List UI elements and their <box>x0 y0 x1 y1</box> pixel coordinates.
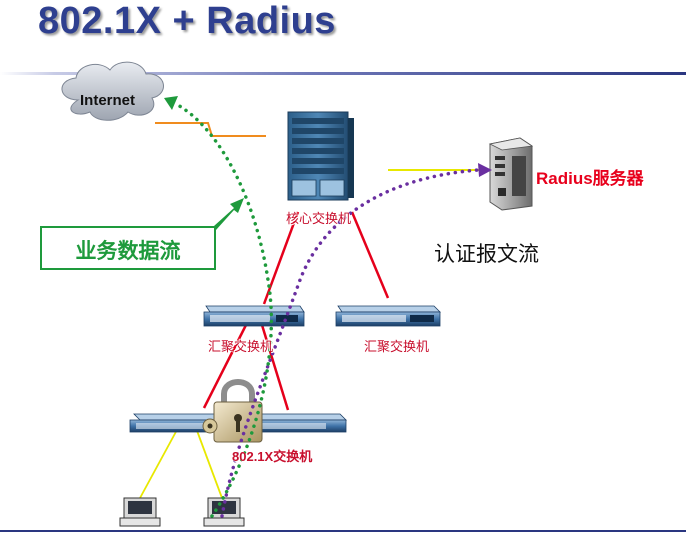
aggregation-switch-right-icon <box>335 305 441 327</box>
internet-cloud-icon <box>61 61 164 121</box>
internet-label: Internet <box>80 92 136 109</box>
aggregation-switch-left-icon <box>203 305 305 327</box>
business-flow-callout: 业务数据流 <box>40 226 216 270</box>
client-pc-left-icon <box>119 497 161 527</box>
lock-icon <box>202 379 263 443</box>
radius-server-icon <box>488 137 534 211</box>
internet-link <box>155 122 266 137</box>
core-switch-label: 核心交换机 <box>286 211 352 226</box>
auth-flow-label: 认证报文流 <box>434 242 539 266</box>
title-underline <box>0 72 686 75</box>
aggregation-switch-right-label: 汇聚交换机 <box>364 339 430 354</box>
business-flow-label: 业务数据流 <box>75 239 181 263</box>
auth-flow-path <box>220 168 480 518</box>
radius-server-label: Radius服务器 <box>536 169 644 188</box>
footer-rule <box>0 530 686 532</box>
auth-flow-arrowhead <box>478 163 492 177</box>
core-switch-icon <box>287 111 354 201</box>
business-flow-callout-arrow <box>214 198 244 230</box>
client-links <box>139 427 223 499</box>
aggregation-switch-left-label: 汇聚交换机 <box>208 339 274 354</box>
slide-title: 802.1X + Radius <box>38 0 336 42</box>
access-switch-label: 802.1X交换机 <box>232 449 313 464</box>
uplinks <box>202 211 390 411</box>
business-flow-arrowhead <box>164 96 178 110</box>
business-flow-path <box>174 102 274 518</box>
